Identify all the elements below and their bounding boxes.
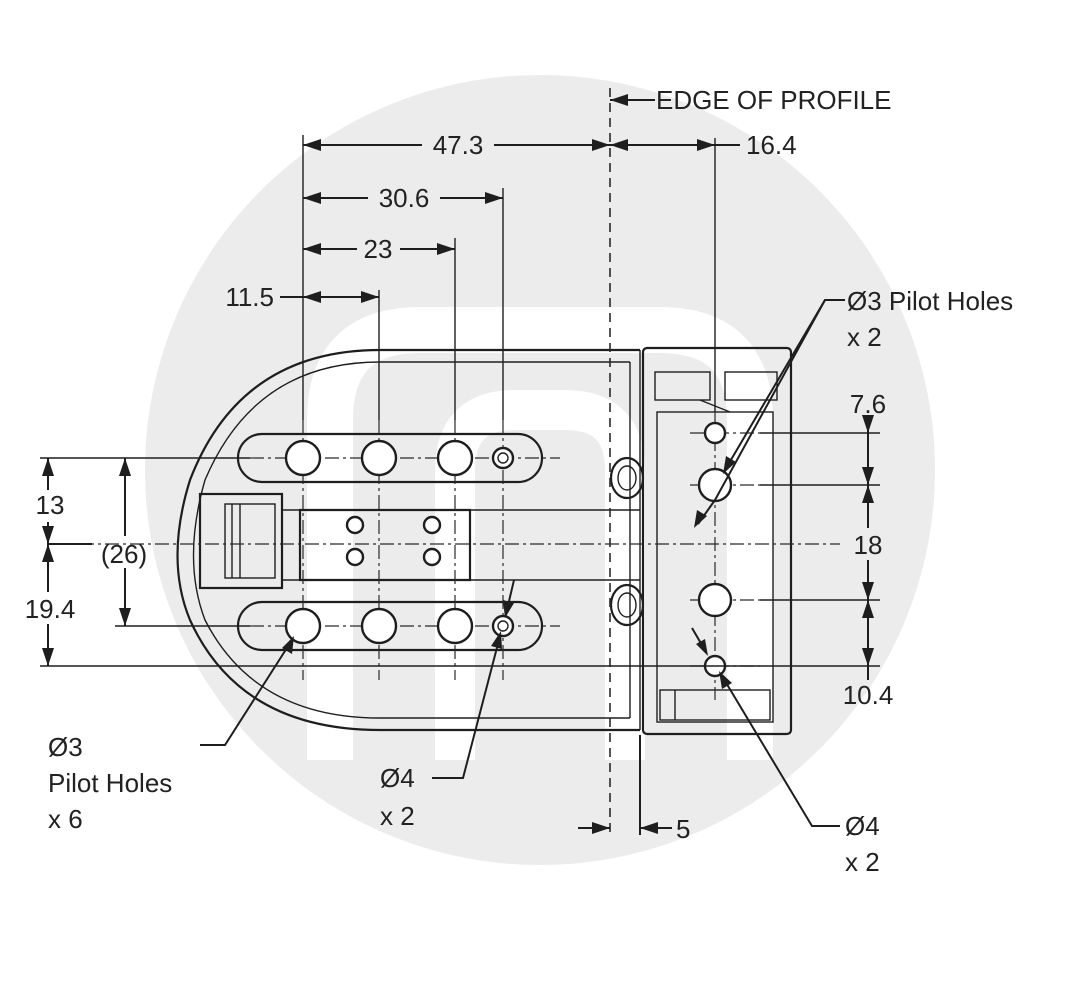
dimension-23: 23 xyxy=(303,234,455,264)
block-pilot-hole xyxy=(697,467,733,503)
dim-7-6-label: 7.6 xyxy=(850,389,886,419)
pilot-hole xyxy=(436,439,474,477)
dimension-13: 13 xyxy=(36,458,65,544)
hole4-right-line1: Ø4 xyxy=(845,811,880,841)
pilot-hole xyxy=(284,439,322,477)
dim-19-4-label: 19.4 xyxy=(25,594,76,624)
dimension-7-6: 7.6 xyxy=(850,389,886,485)
dim-18-label: 18 xyxy=(854,530,883,560)
pilot-hole xyxy=(360,607,398,645)
hole4-left-line1: Ø4 xyxy=(380,763,415,793)
dim-11-5-label: 11.5 xyxy=(225,282,274,312)
pilot-hole xyxy=(284,607,322,645)
pilot-hole xyxy=(360,439,398,477)
hole-4mm xyxy=(491,614,515,638)
callout-pilot-right: Ø3 Pilot Holes x 2 xyxy=(694,286,1013,528)
dim-10-4-label: 10.4 xyxy=(843,680,894,710)
pilot-right-line1: Ø3 Pilot Holes xyxy=(847,286,1013,316)
hole4-left-line2: x 2 xyxy=(380,801,415,831)
dimension-11-5: 11.5 xyxy=(225,282,379,312)
dim-23-label: 23 xyxy=(364,234,393,264)
dim-47-3-label: 47.3 xyxy=(433,130,484,160)
dimension-26: (26) xyxy=(48,458,147,626)
block-hole-4mm xyxy=(703,421,727,445)
hole4-right-line2: x 2 xyxy=(845,847,880,877)
dim-26-label: (26) xyxy=(101,539,147,569)
hole-4mm-inner xyxy=(497,620,509,632)
pilot-left-line1: Ø3 xyxy=(48,732,83,762)
edge-of-profile-label: EDGE OF PROFILE xyxy=(656,85,892,115)
dim-16-4-label: 16.4 xyxy=(746,130,797,160)
hole-4mm-inner xyxy=(497,452,509,464)
callout-pilot-left: Ø3 Pilot Holes x 6 xyxy=(48,636,294,834)
dimension-16-4: 16.4 xyxy=(610,130,797,160)
dimension-19-4: 19.4 xyxy=(25,544,76,666)
pilot-hole xyxy=(436,607,474,645)
pilot-left-line2: Pilot Holes xyxy=(48,768,172,798)
dim-5-label: 5 xyxy=(676,814,690,844)
dim-30-6-label: 30.6 xyxy=(379,183,430,213)
dim-13-label: 13 xyxy=(36,490,65,520)
dimension-47-3: 47.3 xyxy=(303,130,610,160)
callout-hole4-right: Ø4 x 2 xyxy=(691,627,880,877)
dimension-30-6: 30.6 xyxy=(303,183,503,213)
extension-lines xyxy=(40,135,880,667)
block-pilot-hole xyxy=(697,582,733,618)
pilot-left-line3: x 6 xyxy=(48,804,83,834)
callout-hole4-left: Ø4 x 2 xyxy=(380,579,515,831)
dimension-18: 18 xyxy=(854,485,883,600)
pilot-right-line2: x 2 xyxy=(847,322,882,352)
bracket-body xyxy=(176,348,645,732)
edge-of-profile-callout: EDGE OF PROFILE xyxy=(610,85,892,115)
hole-4mm xyxy=(491,446,515,470)
slot-holes xyxy=(284,421,733,678)
dimension-5: 5 xyxy=(578,814,690,844)
dimension-10-4: 10.4 xyxy=(843,600,894,710)
